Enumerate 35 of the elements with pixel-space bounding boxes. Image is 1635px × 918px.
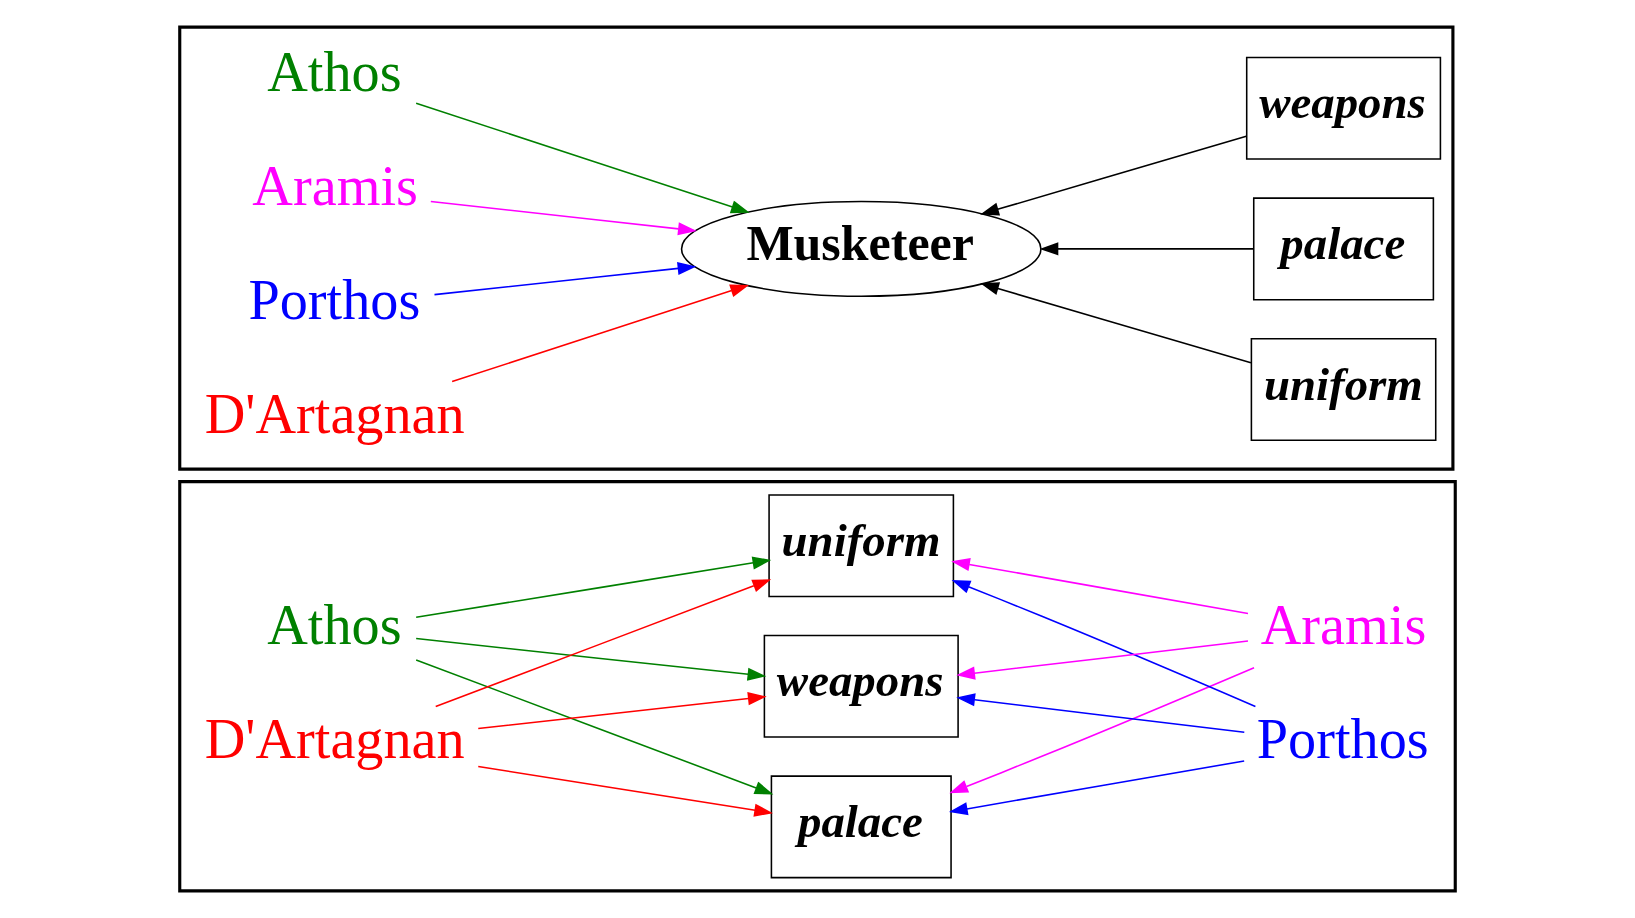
arrow (948, 760, 1245, 816)
arrow (434, 579, 772, 708)
node-text: Aramis (1260, 593, 1427, 656)
cluster (178, 25, 1455, 471)
node-text: D'Artagnan (204, 382, 465, 445)
node-text: Aramis (252, 154, 418, 217)
arrow (477, 692, 767, 730)
arrow (980, 282, 1252, 364)
node-text: Athos (267, 40, 402, 103)
node-box: palace (1252, 197, 1435, 301)
node-box: uniform (768, 494, 955, 598)
arrow (949, 666, 1255, 794)
arrow (951, 580, 1257, 708)
node-box: weapons (1245, 56, 1442, 160)
arrow (956, 640, 1249, 680)
node-text: Athos (267, 593, 402, 656)
arrow (980, 135, 1248, 216)
arrow (430, 200, 697, 236)
arrow (451, 284, 750, 383)
node-text: D'Artagnan (204, 707, 465, 770)
arrow (956, 693, 1246, 734)
cluster (178, 480, 1457, 893)
arrow (415, 102, 750, 214)
node-box: palace (770, 775, 952, 879)
node-text: Porthos (248, 268, 421, 331)
arrow (951, 558, 1249, 615)
arrow (415, 556, 772, 618)
node-box: weapons (763, 634, 959, 738)
arrow (433, 261, 697, 296)
node-text: Porthos (1256, 707, 1429, 770)
arrow (1039, 242, 1255, 256)
arrow (477, 765, 773, 817)
arrow (415, 637, 767, 681)
node-box: uniform (1250, 337, 1437, 442)
arrow (415, 659, 774, 795)
